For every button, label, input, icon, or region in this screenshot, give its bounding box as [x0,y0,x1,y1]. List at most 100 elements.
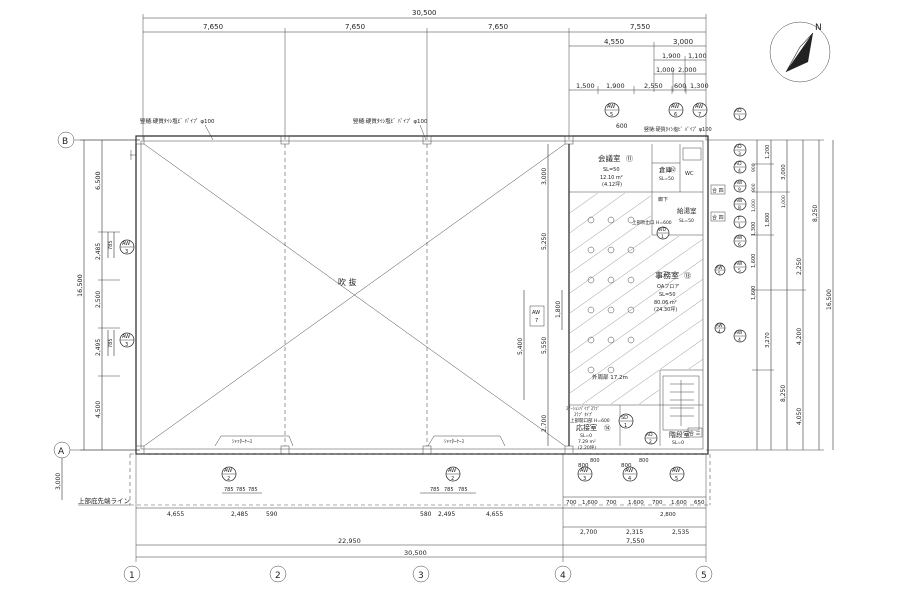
svg-text:4: 4 [718,329,721,334]
dim-top-sub4-3: 2,550 [644,82,663,90]
shutter-label-2: ｼｬｯﾀｰｹｰｽ [444,439,465,445]
dim-right-3270: 3,270 [765,332,771,348]
svg-text:5: 5 [675,476,678,482]
dim-bottom-785-5: 785 [444,487,454,493]
svg-text:2: 2 [649,439,652,445]
svg-text:SD: SD [621,415,628,421]
tag-bottom-aw5: AW5 [669,466,685,482]
dim-top-sub4-2: 1,900 [606,82,625,90]
room-kitchen: 給湯室 SL=50 廊下 [658,196,697,224]
dim-bottom-4655b: 4,655 [486,511,503,518]
room-reception-tsubo: (2.20坪) [578,444,596,451]
tag-right-aw4a: AW4 [733,329,747,343]
dim-right-4050: 4,050 [796,408,803,425]
dim-top-bay-1: 7,650 [203,23,223,31]
svg-text:2: 2 [227,476,230,482]
dim-left-outer: 16,500 [76,274,84,297]
tag-door-wd1: WD 1 [656,226,670,240]
svg-text:AW: AW [716,323,723,328]
svg-text:AW: AW [532,310,540,316]
dim-bottom-7550: 7,550 [626,537,645,545]
svg-text:AW: AW [735,330,743,336]
room-meeting-name: 会議室 [598,153,621,163]
dim-top-600: 600 [616,123,628,130]
bottom-window-tags: AW2 AW2 AW3 AW4 AW5 [221,466,685,482]
dim-right-4200: 4,200 [796,328,803,345]
room-kitchen-floor: SL=50 [679,218,694,224]
office-block [568,144,703,446]
room-storage: 倉庫 ⑫ SL=50 [659,165,676,182]
dim-mid-5550: 5,550 [541,337,548,354]
axis-row-b: B [62,137,68,147]
room-stair-floor: SL=0 [672,440,684,446]
svg-text:AW: AW [607,104,615,110]
tag-right-ad4: AD4 [733,160,747,174]
svg-text:AW: AW [735,261,743,267]
top-window-tags: AW 5 AW 6 AW 7 [604,102,708,118]
dim-right-1600b: 1,600 [751,286,757,300]
tag-bottom-aw2a: AW2 [221,466,237,482]
dim-top-sub2-2: 1,100 [688,52,707,60]
reception-note-3: 上部開口部 H=600 [570,417,610,424]
room-office-num: ⑬ [684,272,691,280]
svg-text:4: 4 [628,476,631,482]
tag-left-aw3-upper: AW 3 [119,239,135,255]
tag-door-sd1: SD 1 [618,413,634,429]
room-stair-name: 階段室 [669,430,690,439]
tag-top-aw6: AW 6 [668,102,684,118]
ceiling-note: 上部吹出口 H=600 [632,219,672,226]
dim-right-1800: 1,800 [765,213,771,227]
room-storage-name: 倉庫 [659,165,673,174]
bottom-dimension-lines: 785 785 785 785 785 785 4,655 2,485 590 … [135,454,707,562]
dim-mid-5400: 5,400 [517,338,524,355]
dim-left-6500: 6,500 [94,171,102,190]
room-office-name: 事務室 [655,270,679,280]
tag-door-ad2: AD 2 [644,431,658,445]
dim-bottom-r5: 700 [652,500,663,506]
room-reception-floor: SL=0 [580,433,592,439]
atrium-label: 吹 抜 [338,277,357,287]
dim-bottom-r7: 650 [694,500,705,506]
room-meeting: 会議室 ⑪ SL=50 12.10 m² (4.12坪) [598,153,633,188]
svg-text:AW: AW [735,235,743,241]
right-window-tags: AD1 AD3 AD4 AW9 AW8 F1 AW6 AW5 AW4 AW5 A… [714,107,747,343]
dim-top-bay-3: 7,650 [488,23,508,31]
room-hall-name: 廊下 [658,196,668,203]
drain-annotations: 竪樋:硬質ﾀｲｼ塩ﾋﾞ ﾊﾟｲﾌﾟ φ100 竪樋:硬質ﾀｲｼ塩ﾋﾞ ﾊﾟｲﾌﾟ… [140,117,712,141]
upper-eave-line-label: 上部庇先端ライン [78,496,130,505]
dim-bottom-2800: 2,800 [660,512,676,518]
dim-bottom-r3: 700 [606,500,617,506]
dim-right-3000: 3,000 [781,164,787,180]
room-wc-name: WC [685,171,694,177]
svg-text:AD: AD [646,432,653,438]
drain-note-mid: 竪樋:硬質ﾀｲｼ塩ﾋﾞ ﾊﾟｲﾌﾟ φ100 [353,117,428,125]
room-reception-num: ⑭ [604,424,611,432]
tag-mid-aw7: AW 7 [529,305,545,327]
svg-text:AW: AW [448,468,456,474]
note-box-2: 合 四 [712,214,724,221]
dim-top-bay-4: 7,550 [630,23,650,31]
tag-right-aw5a: AW5 [733,260,747,274]
door-dim-2: 800 [621,463,632,469]
north-label: N [815,23,822,33]
room-reception: ｽﾃｰｼｮﾝﾊﾟｲﾌﾟｽﾗﾌﾞ ｽﾗﾌﾞ ﾀｲﾌﾟ 上部開口部 H=600 応接… [566,405,611,451]
dim-left-785a: 785 [108,240,114,250]
tag-right-aw4b: AW4 [714,322,726,334]
room-storage-floor: SL=50 [659,176,674,182]
right-dimension-lines: 1,200 3,000 1,800 1,300 1,600 1,600 3,27… [706,139,834,451]
svg-text:3: 3 [125,249,128,255]
top-dimension-lines: 30,500 7,650 7,650 7,650 7,550 4,550 3,0… [142,9,709,140]
dim-mid-1800: 1,800 [555,301,562,318]
dim-left-2500: 2,500 [95,291,102,308]
door-dim-1: 800 [578,463,589,469]
tag-right-f1: F1 [733,215,747,229]
dim-bottom-785-6: 785 [458,487,468,493]
dim-top-total: 30,500 [412,9,437,17]
reception-note-1: ｽﾃｰｼｮﾝﾊﾟｲﾌﾟｽﾗﾌﾞ [566,405,600,412]
tag-bottom-aw4: AW4 [622,466,638,482]
svg-text:AW: AW [122,334,130,340]
tag-top-aw7: AW 7 [692,102,708,118]
left-window-tags: AW 3 AW 3 [119,239,135,348]
room-office-tsubo: (24.30坪) [654,306,677,313]
